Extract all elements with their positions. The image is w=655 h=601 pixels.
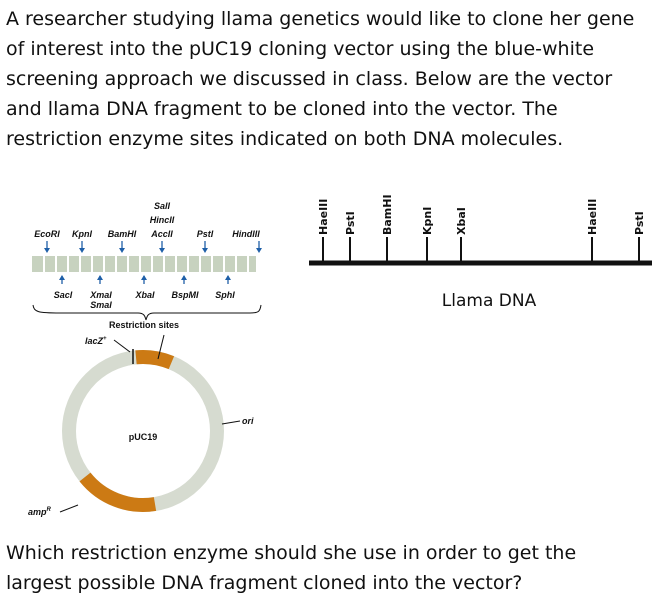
ori-leader bbox=[221, 420, 241, 425]
lacz-segment bbox=[135, 349, 175, 370]
ori-label: ori bbox=[242, 416, 254, 426]
question-paragraph: Which restriction enzyme should she use … bbox=[6, 542, 577, 594]
site-label-psti: PstI bbox=[197, 229, 214, 239]
llama-site-psti-1: PstI bbox=[344, 211, 357, 235]
llama-site-kpni: KpnI bbox=[421, 207, 434, 235]
llama-site-labels: HaeIII PstI BamHI KpnI XbaI HaeIII PstI bbox=[317, 194, 646, 235]
puc19-plasmid: lacZ+ pUC19 ori ampR bbox=[28, 334, 254, 517]
lacz-leader bbox=[113, 339, 131, 353]
site-label-bspmi: BspMI bbox=[172, 290, 199, 300]
site-label-smai: SmaI bbox=[90, 300, 112, 310]
site-label-xbai: XbaI bbox=[134, 290, 155, 300]
plasmid-name: pUC19 bbox=[129, 432, 158, 442]
site-label-xmai: XmaI bbox=[89, 290, 112, 300]
restriction-sites-label: Restriction sites bbox=[109, 320, 179, 330]
amp-leader bbox=[59, 504, 79, 513]
llama-dna-label: Llama DNA bbox=[442, 291, 537, 311]
llama-site-bamhi: BamHI bbox=[381, 194, 394, 235]
site-label-accii: AccII bbox=[150, 229, 173, 239]
site-label-bamhi: BamHI bbox=[108, 229, 137, 239]
ampr-label: ampR bbox=[28, 507, 52, 517]
site-label-hincii: HincII bbox=[150, 215, 175, 225]
mcs-bar bbox=[32, 256, 256, 272]
llama-site-xbai: XbaI bbox=[455, 207, 468, 235]
llama-dna-diagram: HaeIII PstI BamHI KpnI XbaI HaeIII PstI … bbox=[309, 194, 652, 311]
lacz-label: lacZ+ bbox=[85, 336, 107, 346]
ampr-segment bbox=[79, 472, 157, 512]
site-label-sali: SalI bbox=[154, 201, 171, 211]
mcs-leader bbox=[157, 334, 165, 360]
site-label-ecori: EcoRI bbox=[34, 229, 60, 239]
llama-site-haeiii-2: HaeIII bbox=[586, 199, 599, 235]
restriction-sites-brace bbox=[32, 304, 262, 321]
site-label-hindiii: HindIII bbox=[232, 229, 260, 239]
llama-site-psti-2: PstI bbox=[633, 211, 646, 235]
top-arrows bbox=[44, 241, 262, 253]
site-label-saci: SacI bbox=[54, 290, 73, 300]
site-label-kpni: KpnI bbox=[72, 229, 92, 239]
bottom-arrows bbox=[59, 275, 231, 284]
intro-paragraph: A researcher studying llama genetics wou… bbox=[6, 8, 635, 150]
site-label-sphi: SphI bbox=[215, 290, 235, 300]
mcs-diagram: SalI HincII EcoRI KpnI BamHI AccII PstI … bbox=[32, 201, 262, 330]
llama-site-haeiii-1: HaeIII bbox=[317, 199, 330, 235]
